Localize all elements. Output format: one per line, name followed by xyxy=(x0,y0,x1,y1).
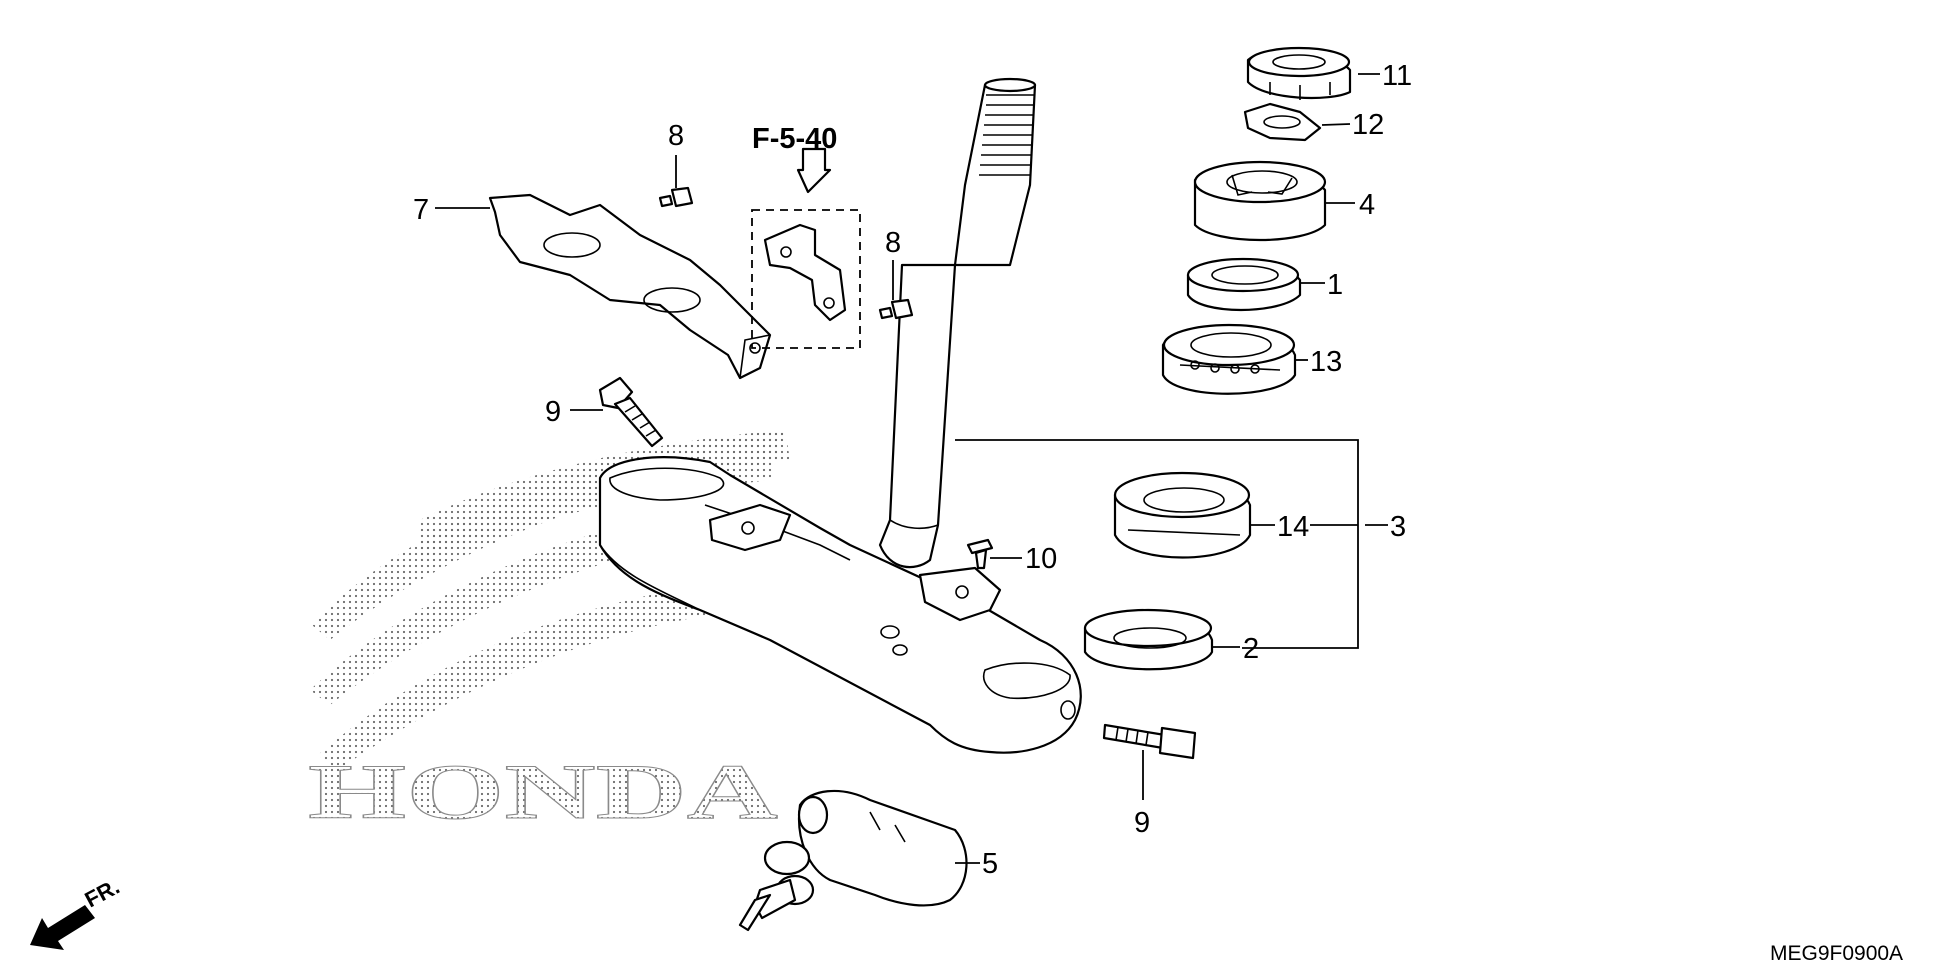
front-label: FR. xyxy=(81,874,124,913)
callout-labels: 11 12 4 1 13 14 3 2 7 8 8 9 10 5 9 xyxy=(413,60,1412,880)
callout-8-upper: 8 xyxy=(668,120,684,152)
leader-lines xyxy=(435,73,1388,864)
bridge-bracket-left xyxy=(708,503,792,552)
part-10-screw xyxy=(966,538,994,570)
callout-8-lower: 8 xyxy=(885,227,901,259)
honda-logo-watermark: HONDA xyxy=(308,748,778,835)
callout-12: 12 xyxy=(1352,109,1384,141)
diagram-code: MEG9F0900A xyxy=(1770,942,1903,965)
ignition-key xyxy=(738,840,815,932)
part-9-bolt-lower xyxy=(1102,723,1197,760)
callout-9-upper: 9 xyxy=(545,396,561,428)
callout-13: 13 xyxy=(1310,346,1342,378)
part-5-steering-lock xyxy=(797,789,968,907)
part-4-adjusting-nut xyxy=(1193,160,1327,242)
part-2-lower-seal xyxy=(1083,608,1214,671)
callout-7: 7 xyxy=(413,194,429,226)
part-8-bolt-upper xyxy=(658,186,694,208)
steering-stem-shaft xyxy=(878,77,1037,569)
callout-4: 4 xyxy=(1359,189,1375,221)
callout-2: 2 xyxy=(1243,633,1259,665)
callout-11: 11 xyxy=(1382,60,1412,92)
callout-1: 1 xyxy=(1327,269,1343,301)
stem-thread xyxy=(979,94,1034,176)
part-7-bracket-plate xyxy=(488,193,772,380)
part-1-dust-seal xyxy=(1186,257,1302,312)
bridge-bracket-right xyxy=(918,566,1002,622)
reference-inset xyxy=(751,209,861,349)
callout-10: 10 xyxy=(1025,543,1057,575)
part-11-lock-nut xyxy=(1246,46,1352,100)
reference-up-arrow xyxy=(796,147,832,194)
part-12-lock-washer xyxy=(1243,102,1322,142)
callout-3: 3 xyxy=(1390,511,1406,543)
part-8-bolt-lower xyxy=(878,298,914,320)
callout-5: 5 xyxy=(982,848,998,880)
part-9-bolt-upper xyxy=(598,376,664,448)
reference-page-label[interactable]: F-5-40 xyxy=(752,123,837,155)
callout-14: 14 xyxy=(1277,511,1309,543)
callout-9-lower: 9 xyxy=(1134,807,1150,839)
part-13-upper-bearing xyxy=(1161,323,1297,395)
part-14-lower-bearing xyxy=(1113,471,1252,559)
front-direction-arrow: FR. xyxy=(30,874,124,950)
